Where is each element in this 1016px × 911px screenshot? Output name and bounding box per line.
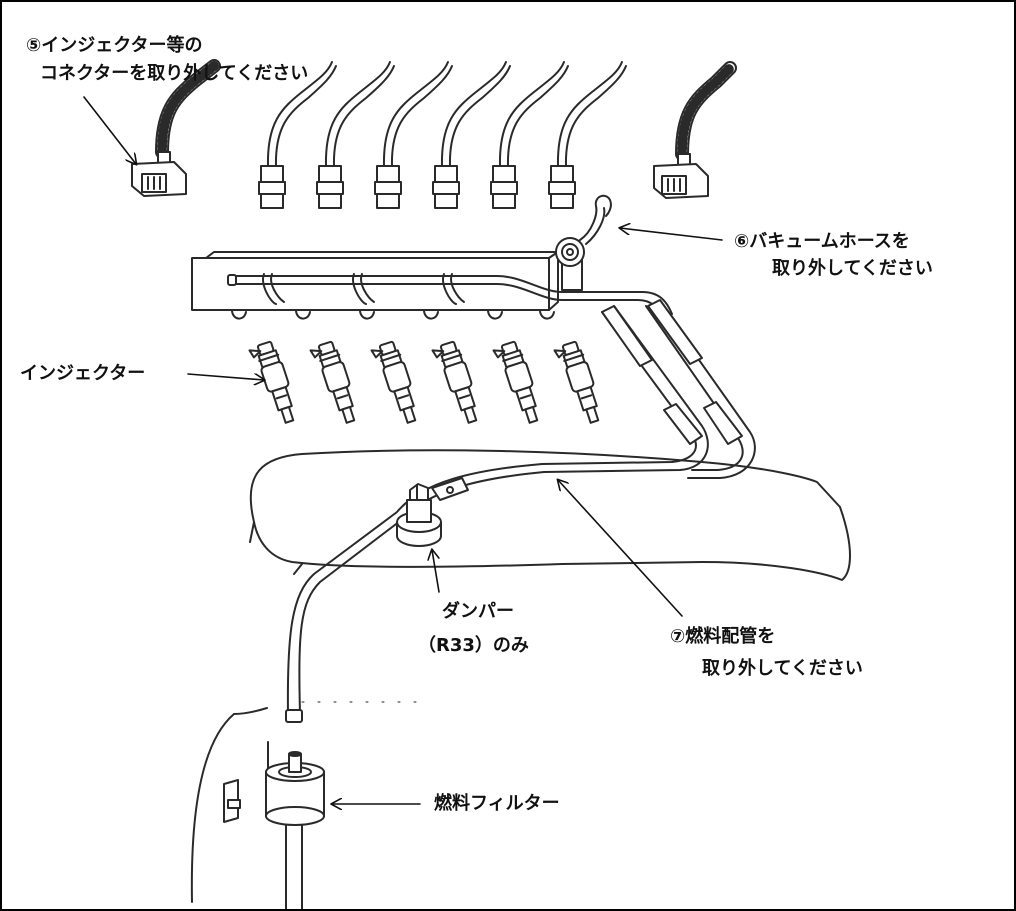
pressure-regulator [555,194,612,291]
arrow-damper [432,550,440,593]
arrow-injector [187,373,264,380]
label-fuel-pipe-line1: ⑦燃料配管を [670,626,776,647]
label-fuel-pipe-line2: 取り外してください [702,658,863,679]
arrow-connectors [83,96,136,164]
callout-arrows [83,96,723,804]
injectors [247,339,606,428]
engine-block [190,701,423,903]
damper [396,483,442,547]
intake-manifold [249,449,851,581]
label-vacuum-line1: ⑥バキュームホースを [734,231,910,252]
arrow-fuel-pipe [558,480,683,617]
label-damper-line2: （R33）のみ [418,635,529,656]
label-injector: インジェクター [20,363,146,384]
label-connector-line2: コネクターを取り外してください [40,63,309,84]
fuel-filter [223,741,325,909]
injector-connectors [258,61,627,209]
label-fuel-filter: 燃料フィルター [434,793,560,814]
arrow-vacuum-hose [620,228,723,241]
label-connector-line1: ⑤インジェクター等の [26,35,203,56]
harness-connector-right [653,61,737,199]
label-vacuum-line2: 取り外してください [772,258,933,279]
harness-connector-left [131,59,221,197]
label-damper-line1: ダンパー [442,601,514,622]
fuel-rail [191,251,673,320]
fuel-lines [285,299,756,723]
